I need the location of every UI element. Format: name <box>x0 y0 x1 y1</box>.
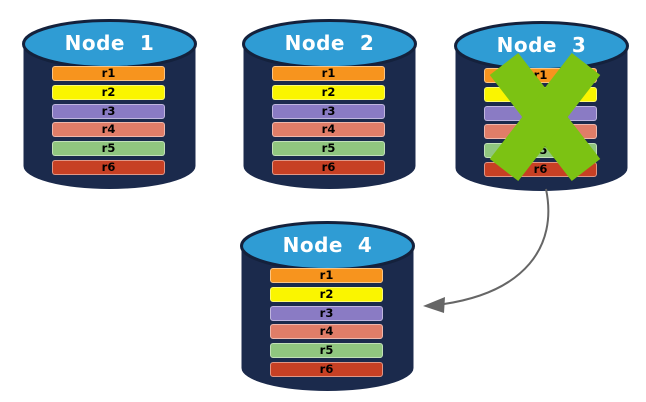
row-list: r1 r2 r3 r4 r5 r6 <box>484 68 597 177</box>
row-r5: r5 <box>52 141 165 157</box>
row-r5: r5 <box>270 343 383 359</box>
node-title: Node 1 <box>64 30 155 55</box>
arrow-curve <box>443 188 550 305</box>
node-1: Node 1 r1 r2 r3 r4 r5 r6 <box>22 10 197 190</box>
row-list: r1 r2 r3 r4 r5 r6 <box>52 66 165 175</box>
row-r1: r1 <box>270 268 383 283</box>
row-r1: r1 <box>52 66 165 81</box>
row-r3: r3 <box>272 103 385 119</box>
node-title: Node 4 <box>282 232 373 257</box>
row-r5: r5 <box>272 141 385 157</box>
node-2: Node 2 r1 r2 r3 r4 r5 r6 <box>242 10 417 190</box>
row-r2: r2 <box>272 84 385 100</box>
row-r2: r2 <box>484 86 597 102</box>
row-r2: r2 <box>52 84 165 100</box>
node-4: Node 4 r1 r2 r3 r4 r5 r6 <box>240 212 415 392</box>
row-r3: r3 <box>52 103 165 119</box>
node-title: Node 2 <box>284 30 375 55</box>
row-r4: r4 <box>270 324 383 340</box>
row-r2: r2 <box>270 286 383 302</box>
row-r6: r6 <box>52 159 165 175</box>
row-r1: r1 <box>272 66 385 81</box>
row-r5: r5 <box>484 143 597 159</box>
row-r4: r4 <box>52 122 165 138</box>
row-r3: r3 <box>484 105 597 121</box>
failover-arrow <box>423 188 550 313</box>
row-list: r1 r2 r3 r4 r5 r6 <box>272 66 385 175</box>
node-title: Node 3 <box>496 32 587 57</box>
row-list: r1 r2 r3 r4 r5 r6 <box>270 268 383 377</box>
row-r3: r3 <box>270 305 383 321</box>
row-r6: r6 <box>272 159 385 175</box>
row-r1: r1 <box>484 68 597 83</box>
row-r4: r4 <box>484 124 597 140</box>
row-r4: r4 <box>272 122 385 138</box>
node-3: Node 3 r1 r2 r3 r4 r5 r6 <box>454 12 629 192</box>
arrowhead-icon <box>423 297 445 313</box>
row-r6: r6 <box>484 161 597 177</box>
row-r6: r6 <box>270 361 383 377</box>
